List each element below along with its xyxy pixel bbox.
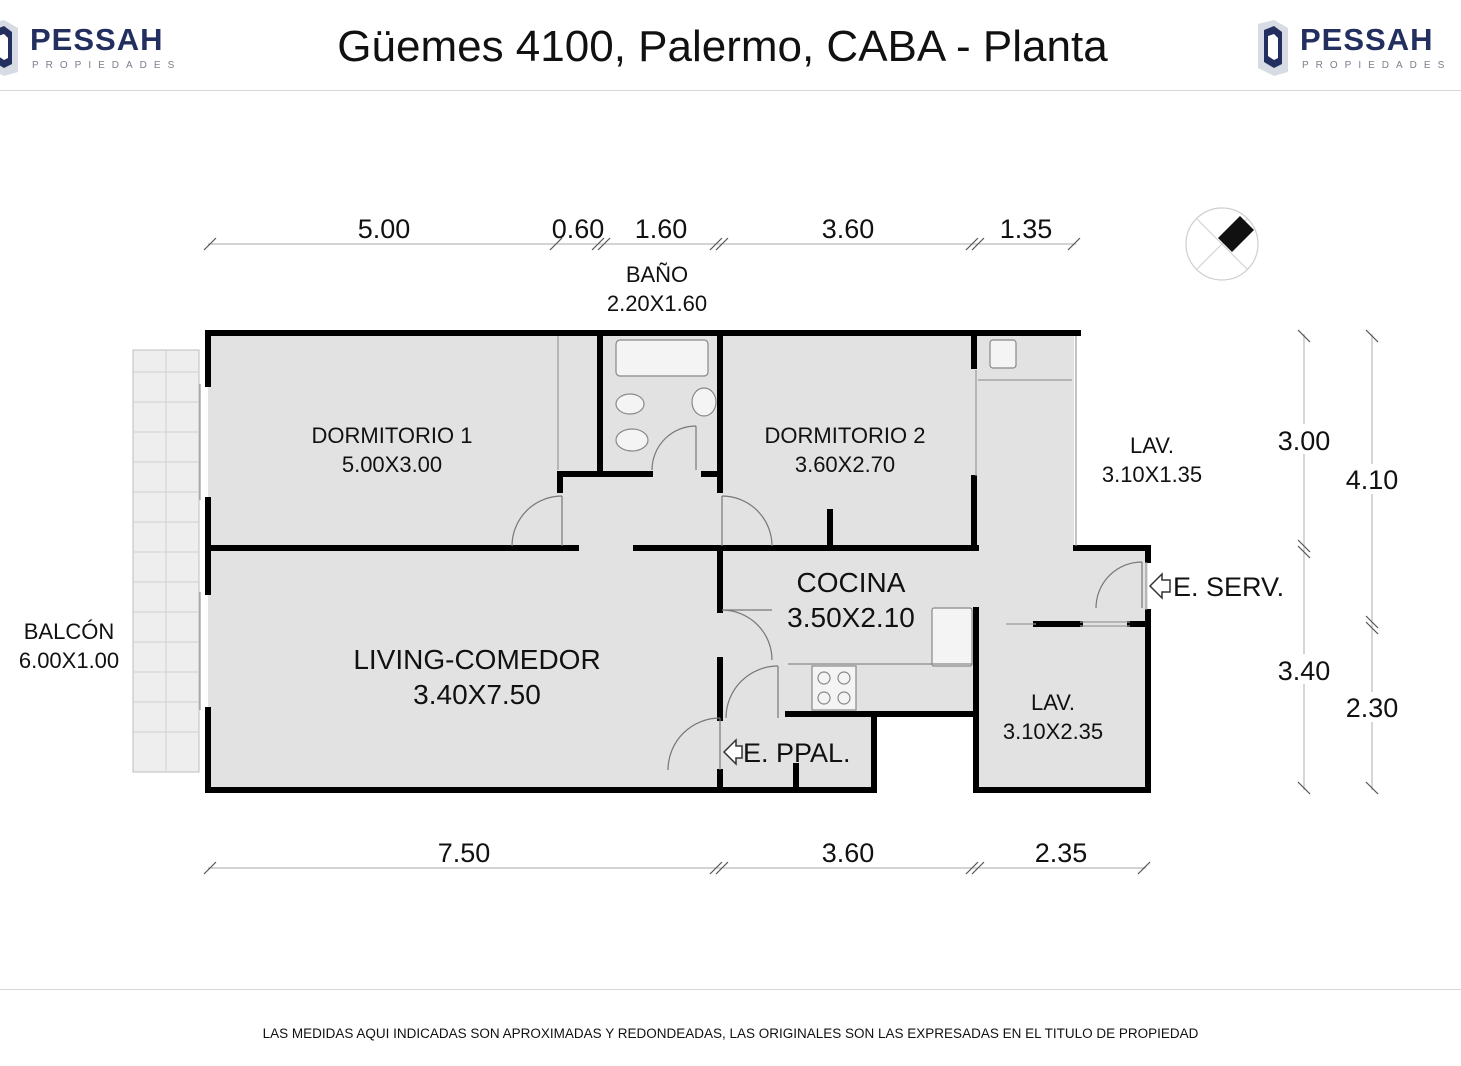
fixtures [615, 339, 1017, 711]
room-size-cocina: 3.50X2.10 [787, 602, 915, 633]
logo-brand: PESSAH [30, 22, 164, 57]
north-arrow-icon [1185, 207, 1259, 281]
logo-subtitle: PROPIEDADES [32, 60, 182, 71]
dim-bottom-2: 3.60 [822, 838, 875, 868]
bathtub-icon [615, 339, 709, 377]
bidet-icon [615, 393, 645, 415]
dim-top-2: 0.60 [552, 214, 605, 244]
kitchen-sink-icon [931, 607, 973, 667]
entrance-servicio-label: E. SERV. [1173, 572, 1284, 602]
room-size-bano: 2.20X1.60 [607, 291, 707, 316]
room-name-balcon: BALCÓN [24, 619, 114, 644]
room-name-lav-top: LAV. [1130, 433, 1174, 458]
page-title: Güemes 4100, Palermo, CABA - Planta [337, 22, 1108, 71]
main-entrance-arrow-icon [722, 738, 743, 766]
dim-bottom-1: 7.50 [438, 838, 491, 868]
laundry-sink-icon [989, 339, 1017, 369]
dim-right-outer-2: 2.30 [1346, 693, 1399, 723]
room-name-lav-bottom: LAV. [1031, 690, 1075, 715]
door-swings [511, 425, 1143, 771]
walls [205, 330, 1151, 793]
pessah-logo-mark-icon [0, 20, 18, 76]
disclaimer: LAS MEDIDAS AQUI INDICADAS SON APROXIMAD… [262, 1026, 1199, 1041]
dim-top-4: 3.60 [822, 214, 875, 244]
dim-top-5: 1.35 [1000, 214, 1053, 244]
dim-right-inner-1: 3.00 [1278, 426, 1331, 456]
room-size-living: 3.40X7.50 [413, 679, 541, 710]
entrance-principal-label: E. PPAL. [743, 738, 851, 768]
dim-top-1: 5.00 [358, 214, 411, 244]
floor-fill [208, 334, 1148, 790]
dim-top-3: 1.60 [635, 214, 688, 244]
pessah-logo-right: PESSAH PROPIEDADES [1252, 18, 1461, 78]
thin-lines [199, 336, 1147, 710]
header: PESSAH PROPIEDADES Güemes 4100, Palermo,… [0, 0, 1461, 91]
room-name-cocina: COCINA [797, 567, 906, 598]
sink-icon [691, 387, 717, 417]
pessah-logo-left: PESSAH PROPIEDADES [0, 18, 212, 78]
room-labels: BAÑO 2.20X1.60 DORMITORIO 1 5.00X3.00 DO… [19, 262, 1202, 744]
bottom-dimension-labels: 7.50 3.60 2.35 [438, 838, 1088, 868]
dim-right-inner-2: 3.40 [1278, 656, 1331, 686]
room-size-dormitorio1: 5.00X3.00 [342, 452, 442, 477]
dim-bottom-3: 2.35 [1035, 838, 1088, 868]
stove-icon [811, 665, 857, 711]
service-entrance-arrow-icon [1148, 572, 1171, 600]
balcony [132, 349, 200, 773]
room-name-dormitorio1: DORMITORIO 1 [312, 423, 473, 448]
pessah-logo-mark-icon [1258, 20, 1288, 76]
right-dimension-lines [1297, 329, 1379, 795]
toilet-icon [615, 428, 649, 452]
top-dimension-line [203, 237, 1081, 251]
room-size-balcon: 6.00X1.00 [19, 648, 119, 673]
room-size-lav-top: 3.10X1.35 [1102, 462, 1202, 487]
dim-right-outer-1: 4.10 [1346, 465, 1399, 495]
top-dimension-labels: 5.00 0.60 1.60 3.60 1.35 [358, 214, 1053, 244]
bottom-dimension-line [203, 861, 1151, 875]
room-name-bano: BAÑO [626, 262, 688, 287]
logo-subtitle: PROPIEDADES [1302, 60, 1452, 71]
room-name-living: LIVING-COMEDOR [353, 644, 600, 675]
room-name-dormitorio2: DORMITORIO 2 [765, 423, 926, 448]
logo-brand: PESSAH [1300, 22, 1434, 57]
footer-divider [0, 989, 1461, 990]
room-size-dormitorio2: 3.60X2.70 [795, 452, 895, 477]
entrance-labels: E. SERV. E. PPAL. [743, 572, 1284, 768]
room-size-lav-bottom: 3.10X2.35 [1003, 719, 1103, 744]
right-dimension-labels: 3.00 3.40 4.10 2.30 [1278, 424, 1399, 723]
